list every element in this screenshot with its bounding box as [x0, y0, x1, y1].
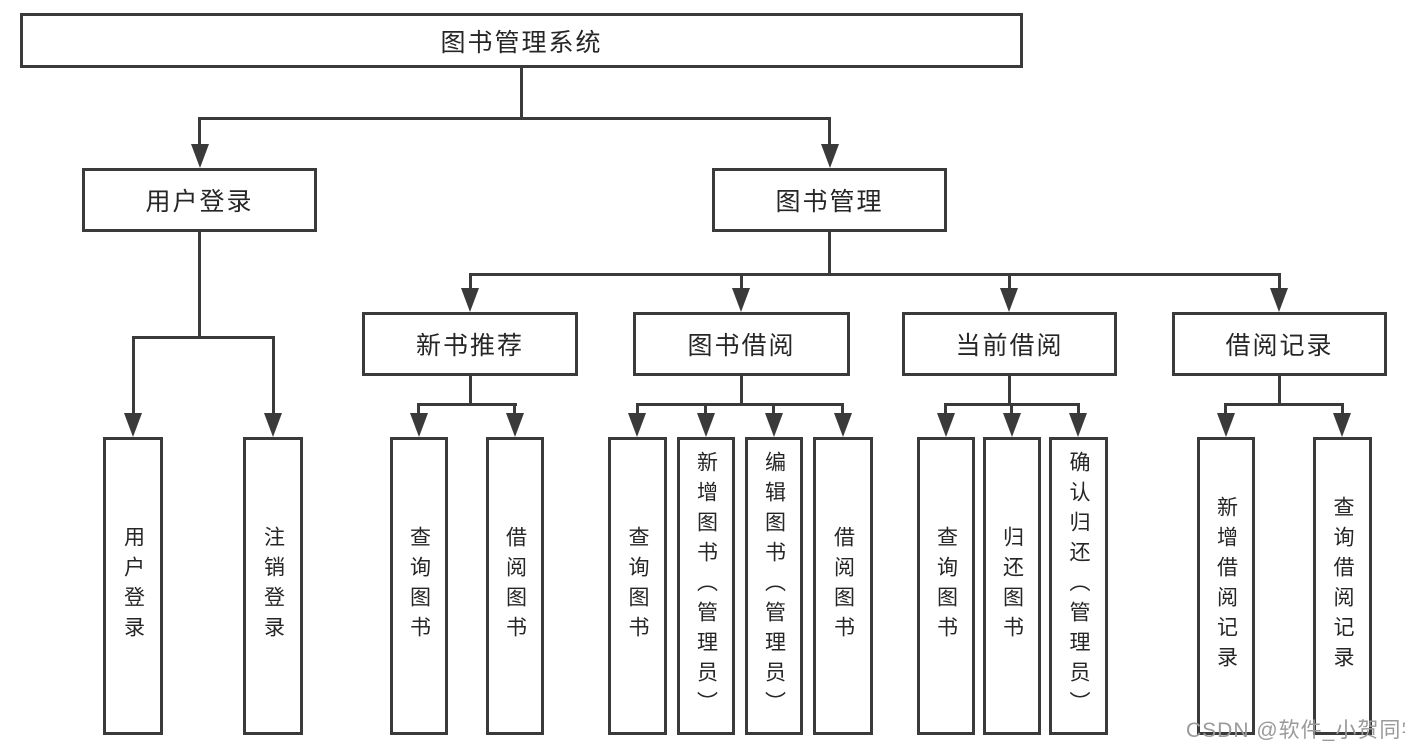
connector-level2-branch — [198, 117, 831, 120]
connector-stub — [772, 403, 775, 414]
leaf-return-book: 归还图书 — [983, 437, 1041, 735]
arrowhead-down-icon — [628, 413, 646, 437]
csdn-watermark: CSDN @软件_小贺同学 — [1186, 719, 1405, 742]
connector-book-stem — [828, 232, 831, 273]
leaf-query-books-3: 查询图书 — [917, 437, 975, 735]
arrowhead-down-icon — [410, 413, 428, 437]
node-label: 图书管理 — [775, 188, 884, 216]
arrowhead-down-icon — [732, 288, 750, 312]
node-label: 用户登录 — [145, 188, 254, 216]
node-borrow-records: 借阅记录 — [1172, 312, 1387, 376]
connector-stub — [198, 117, 201, 144]
node-label: 查询图书 — [934, 526, 958, 646]
leaf-confirm-return-admin: 确认归还（管理员） — [1049, 437, 1108, 735]
leaf-borrow-books-1: 借阅图书 — [486, 437, 544, 735]
connector-leaf-branch — [636, 403, 844, 406]
connector-stub — [1341, 403, 1344, 414]
connector-stub — [1008, 273, 1011, 289]
node-label: 编辑图书（管理员） — [762, 451, 786, 721]
arrowhead-down-icon — [765, 413, 783, 437]
arrowhead-down-icon — [1069, 413, 1087, 437]
connector-stub — [740, 273, 743, 289]
node-label: 查询借阅记录 — [1331, 496, 1354, 676]
leaf-user-login: 用户登录 — [103, 437, 163, 735]
leaf-borrow-books-2: 借阅图书 — [813, 437, 873, 735]
arrowhead-down-icon — [1270, 288, 1288, 312]
node-label: 注销登录 — [261, 526, 285, 646]
connector-stub — [132, 336, 135, 413]
node-new-book-recommend: 新书推荐 — [362, 312, 578, 376]
node-label: 借阅图书 — [503, 526, 527, 646]
connector-stem — [469, 376, 472, 403]
node-user-login-module: 用户登录 — [82, 168, 317, 232]
arrowhead-down-icon — [1000, 288, 1018, 312]
node-label: 新增图书（管理员） — [694, 451, 718, 721]
connector-stub — [417, 403, 420, 414]
arrowhead-down-icon — [834, 413, 852, 437]
node-root-system: 图书管理系统 — [20, 13, 1023, 68]
node-label: 新增借阅记录 — [1214, 496, 1238, 676]
node-current-borrow: 当前借阅 — [902, 312, 1117, 376]
arrowhead-down-icon — [264, 413, 282, 437]
arrowhead-down-icon — [697, 413, 715, 437]
arrowhead-down-icon — [1217, 413, 1235, 437]
node-book-management-module: 图书管理 — [712, 168, 947, 232]
connector-root-stem — [520, 68, 523, 117]
node-label: 图书管理系统 — [440, 28, 603, 57]
connector-stub — [1077, 403, 1080, 414]
node-label: 确认归还（管理员） — [1067, 451, 1090, 721]
node-label: 查询图书 — [626, 526, 649, 646]
node-label: 用户登录 — [121, 526, 145, 646]
connector-leaf-branch — [417, 403, 517, 406]
connector-stub — [272, 336, 275, 413]
connector-stub — [513, 403, 516, 414]
connector-stub — [944, 403, 947, 414]
connector-stem — [740, 376, 743, 403]
connector-stub — [841, 403, 844, 414]
leaf-query-borrow-record: 查询借阅记录 — [1313, 437, 1372, 735]
leaf-add-book-admin: 新增图书（管理员） — [677, 437, 735, 735]
connector-stem — [1008, 376, 1011, 403]
connector-user-stem — [198, 232, 201, 336]
connector-leaf-branch — [1224, 403, 1344, 406]
arrowhead-down-icon — [821, 144, 839, 168]
leaf-query-books-1: 查询图书 — [390, 437, 448, 735]
connector-stub — [704, 403, 707, 414]
connector-stub — [1010, 403, 1013, 414]
node-label: 查询图书 — [407, 526, 431, 646]
node-label: 借阅记录 — [1225, 332, 1334, 360]
arrowhead-down-icon — [937, 413, 955, 437]
arrowhead-down-icon — [124, 413, 142, 437]
arrowhead-down-icon — [461, 288, 479, 312]
leaf-edit-book-admin: 编辑图书（管理员） — [745, 437, 803, 735]
arrowhead-down-icon — [1333, 413, 1351, 437]
leaf-add-borrow-record: 新增借阅记录 — [1197, 437, 1255, 735]
connector-stub — [828, 117, 831, 144]
connector-stub — [1278, 273, 1281, 289]
connector-stub — [636, 403, 639, 414]
leaf-query-books-2: 查询图书 — [608, 437, 667, 735]
node-label: 归还图书 — [1000, 526, 1024, 646]
arrowhead-down-icon — [506, 413, 524, 437]
connector-stem — [1278, 376, 1281, 403]
connector-stub — [1224, 403, 1227, 414]
connector-level3-branch — [469, 273, 1281, 276]
connector-stub — [469, 273, 472, 289]
node-label: 新书推荐 — [415, 332, 524, 360]
node-book-borrow: 图书借阅 — [633, 312, 850, 376]
node-label: 图书借阅 — [687, 332, 796, 360]
node-label: 借阅图书 — [831, 526, 855, 646]
connector-user-branch — [132, 336, 275, 339]
arrowhead-down-icon — [1003, 413, 1021, 437]
node-label: 当前借阅 — [955, 332, 1064, 360]
arrowhead-down-icon — [191, 144, 209, 168]
leaf-logout: 注销登录 — [243, 437, 303, 735]
